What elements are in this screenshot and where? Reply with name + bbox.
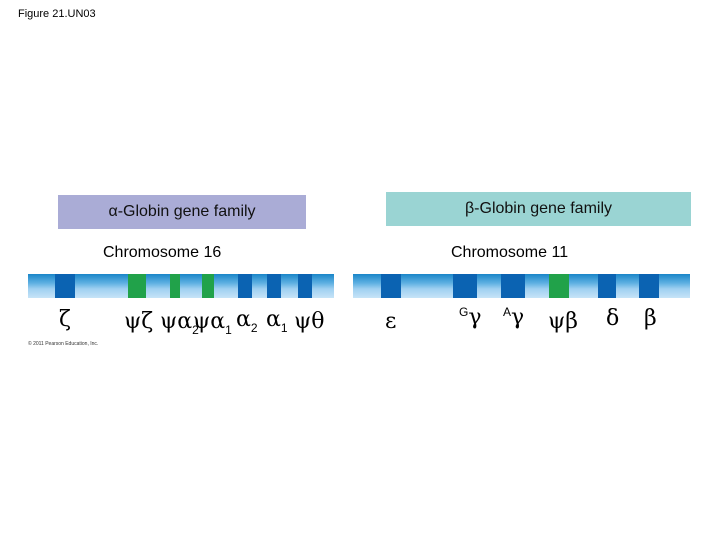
chromosome-11-bar [353,274,690,298]
gene-epsilon-segment [381,274,401,298]
chromosome-11-label: Chromosome 11 [451,244,569,261]
gene-label-g-gamma: Gγ [459,306,482,329]
gene-label-psi-beta: ψβ [548,311,578,333]
gene-psi-alpha1-segment [202,274,214,298]
gene-label-a-gamma: Aγ [503,306,524,329]
gene-symbol: ψθ [294,309,325,334]
gene-symbol: α [266,307,281,332]
gene-psi-theta-segment [298,274,312,298]
figure-label: Figure 21.UN03 [18,8,96,20]
gene-subscript: 1 [280,321,288,335]
gene-symbol: ψα [193,309,226,334]
gene-label-alpha2: α2 [236,307,258,335]
gene-subscript: 2 [192,323,199,337]
gene-symbol: δ [606,306,620,331]
gene-symbol: β [644,306,657,331]
gene-alpha2-segment [238,274,252,298]
gene-alpha1-segment [267,274,281,298]
gene-symbol: γ [511,305,525,330]
gene-label-psi-zeta: ψζ [124,311,153,333]
gene-label-delta: δ [606,308,619,330]
gene-subscript: 1 [225,323,232,337]
gene-label-beta: β [644,308,657,330]
gene-delta-segment [598,274,616,298]
gene-a-gamma-segment [501,274,525,298]
gene-label-psi-alpha2: ψα2 [160,309,199,337]
gene-symbol: ψβ [548,309,578,334]
gene-psi-alpha2-segment [170,274,180,298]
gene-symbol: γ [468,305,482,330]
gene-superscript: G [459,305,469,319]
gene-g-gamma-segment [453,274,477,298]
gene-psi-zeta-segment [128,274,146,298]
gene-subscript: 2 [250,321,258,335]
chromosome-16-bar [28,274,334,298]
gene-label-psi-alpha1: ψα1 [193,309,232,337]
gene-symbol: ψα [160,309,193,334]
gene-symbol: ε [385,309,397,334]
gene-beta-segment [639,274,659,298]
gene-label-alpha1: α1 [266,307,288,335]
copyright-notice: © 2011 Pearson Education, Inc. [28,341,99,347]
gene-superscript: A [503,305,512,319]
gene-symbol: ζ [59,307,71,332]
chromosome-16-label: Chromosome 16 [103,244,222,261]
beta-globin-banner: β-Globin gene family [386,192,691,226]
gene-label-epsilon: ε [385,311,396,333]
alpha-globin-banner: α-Globin gene family [58,195,306,229]
gene-label-zeta: ζ [59,309,71,331]
gene-symbol: α [236,307,251,332]
gene-symbol: ψζ [124,309,154,334]
gene-psi-beta-segment [549,274,569,298]
gene-label-psi-theta: ψθ [294,311,325,333]
gene-zeta-segment [55,274,75,298]
